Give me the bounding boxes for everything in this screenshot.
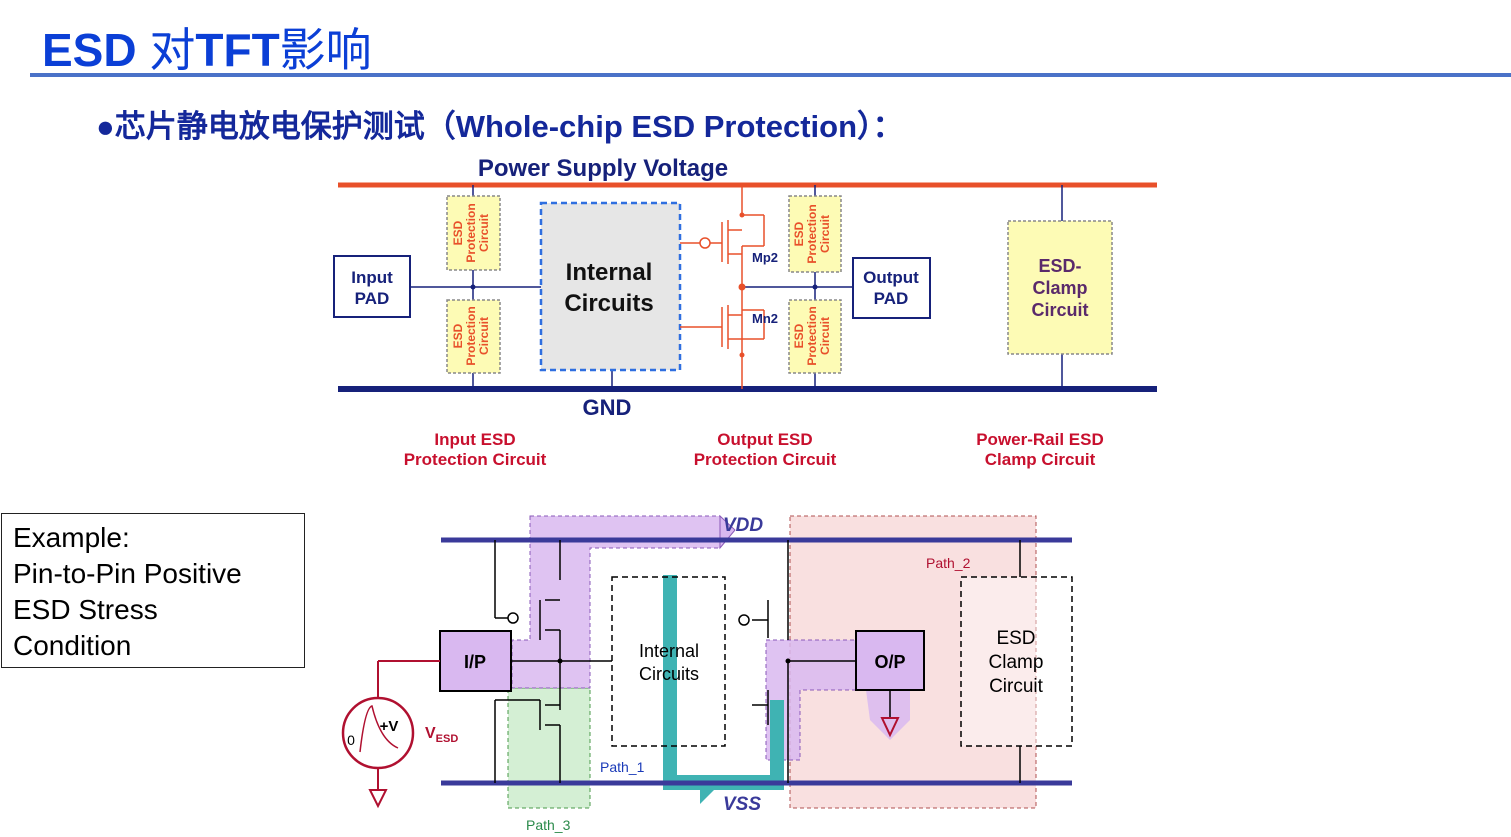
output-pad (852, 257, 931, 319)
source-plus-label: +V (380, 718, 399, 735)
svg-text:ESD: ESD (792, 221, 806, 246)
page-title: ESD 对TFT影响 (42, 24, 372, 76)
internal-circuits-label-2: Circuits (564, 290, 653, 317)
vesd-label: VESD (425, 725, 458, 745)
caption-output-1: Output ESD (717, 430, 812, 449)
bottom-clamp-label-1: ESD (996, 628, 1035, 649)
title-underline (30, 73, 1511, 77)
caption-input-2: Protection Circuit (404, 450, 547, 469)
svg-text:Protection: Protection (805, 204, 819, 263)
caption-input-1: Input ESD (434, 430, 515, 449)
bottom-clamp-label-2: Clamp (989, 652, 1044, 673)
path-3-label: Path_3 (526, 817, 571, 833)
esd-protection-box-output-top: ESD Protection Circuit (788, 195, 842, 273)
esd-clamp-label-3: Circuit (1031, 300, 1088, 320)
svg-text:Circuit: Circuit (477, 214, 491, 252)
path-1-channel (663, 575, 677, 790)
svg-text:Protection: Protection (464, 203, 478, 262)
example-line-2: Pin-to-Pin Positive (13, 558, 242, 589)
caption-rail-1: Power-Rail ESD (976, 430, 1104, 449)
caption-output-2: Protection Circuit (694, 450, 837, 469)
esd-clamp-label-2: Clamp (1032, 278, 1087, 298)
source-ground-icon (368, 789, 388, 809)
path-2-label: Path_2 (926, 555, 971, 571)
mp2-label: Mp2 (752, 250, 778, 265)
caption-rail-2: Clamp Circuit (985, 450, 1096, 469)
svg-text:ESD: ESD (451, 323, 465, 348)
esd-clamp-block (1007, 220, 1113, 355)
output-down-arrow-fill (866, 690, 910, 740)
internal-circuits-block (539, 201, 682, 372)
bullet-heading: ●芯片静电放电保护测试（Whole-chip ESD Protection）： (96, 109, 904, 144)
source-zero-label: 0 (347, 732, 355, 748)
svg-text:Circuit: Circuit (818, 317, 832, 355)
esd-protection-box-input-bottom: ESD Protection Circuit (446, 299, 501, 374)
op-ground-icon (880, 717, 900, 738)
svg-text:Circuit: Circuit (477, 317, 491, 355)
example-line-4: Condition (13, 630, 132, 661)
input-pad-label-1: Input (351, 268, 393, 287)
output-pad-label-2: PAD (874, 289, 909, 308)
path-3-region (507, 687, 591, 809)
bottom-wiring (494, 540, 1021, 783)
vss-label: VSS (723, 794, 761, 815)
bottom-internal-label-2: Circuits (639, 664, 699, 684)
esd-protection-box-input-top: ESD Protection Circuit (446, 195, 501, 271)
input-pad (333, 255, 411, 318)
example-box: Example: Pin-to-Pin Positive ESD Stress … (1, 513, 305, 668)
mn2-label: Mn2 (752, 311, 778, 326)
svg-text:ESD: ESD (451, 220, 465, 245)
bottom-clamp-label-3: Circuit (989, 676, 1044, 697)
esd-protection-box-output-bottom: ESD Protection Circuit (788, 299, 842, 374)
example-line-3: ESD Stress (13, 594, 158, 625)
example-line-1: Example: (13, 522, 130, 553)
top-diagram: Power Supply Voltage GND Input PAD Outpu… (333, 155, 1157, 469)
power-supply-label: Power Supply Voltage (478, 155, 728, 182)
esd-source: +V 0 VESD (341, 660, 458, 809)
output-transistors (680, 185, 765, 389)
path-purple-region (511, 515, 721, 689)
output-pad-label-1: Output (863, 268, 919, 287)
bottom-internal-label-1: Internal (639, 641, 699, 661)
gnd-label: GND (583, 395, 632, 420)
svg-text:Protection: Protection (464, 306, 478, 365)
svg-text:ESD: ESD (792, 323, 806, 348)
esd-clamp-label-1: ESD- (1038, 256, 1081, 276)
ip-pad-label: I/P (464, 652, 486, 672)
bottom-esd-clamp (960, 576, 1073, 747)
svg-text:Circuit: Circuit (818, 215, 832, 253)
bottom-diagram: VDD VSS (341, 514, 1073, 833)
ip-pad (439, 630, 512, 692)
op-pad-label: O/P (874, 652, 905, 672)
svg-text:Protection: Protection (805, 306, 819, 365)
op-pad (855, 630, 925, 691)
internal-circuits-label-1: Internal (566, 259, 653, 286)
vdd-label: VDD (723, 515, 763, 536)
input-pad-label-2: PAD (355, 289, 390, 308)
path-1-label: Path_1 (600, 759, 645, 775)
